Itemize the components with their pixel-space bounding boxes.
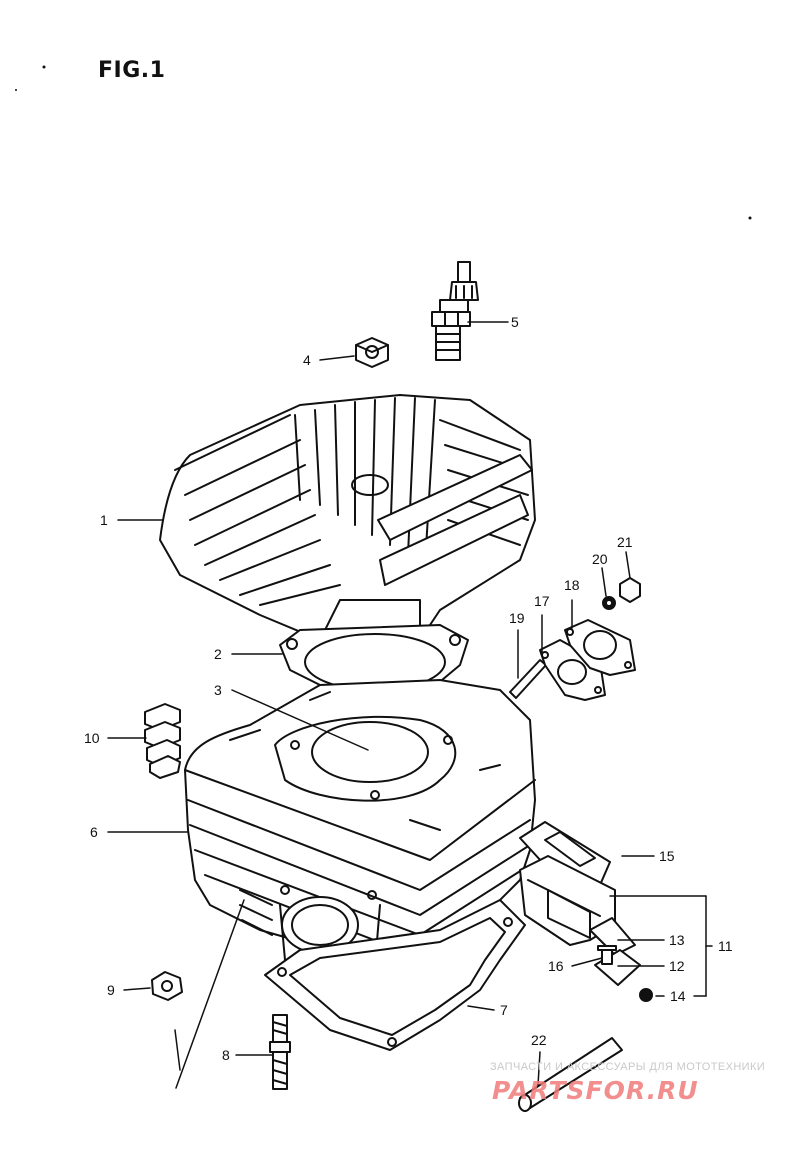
- callout-7: 7: [500, 1002, 508, 1018]
- spark-plug: [431, 261, 479, 361]
- watermark-logo: PARTSFOR.RU: [492, 1076, 699, 1105]
- callout-9: 9: [107, 982, 115, 998]
- intake-gasket: [539, 639, 606, 701]
- base-gasket: [264, 899, 526, 1051]
- callout-10: 10: [84, 730, 100, 746]
- callout-6: 6: [90, 824, 98, 840]
- flange-nut: [151, 971, 183, 1001]
- reed-nut: [639, 988, 653, 1002]
- cylinder-stud: [269, 1014, 291, 1090]
- callout-18: 18: [564, 577, 580, 593]
- callout-15: 15: [659, 848, 675, 864]
- breather-hose: [518, 1037, 623, 1112]
- callout-22: 22: [531, 1032, 547, 1048]
- callout-4: 4: [303, 352, 311, 368]
- callout-3: 3: [214, 682, 222, 698]
- callout-13: 13: [669, 932, 685, 948]
- callout-16: 16: [548, 958, 564, 974]
- callout-8: 8: [222, 1047, 230, 1063]
- nut-small: [619, 577, 641, 603]
- callout-19: 19: [509, 610, 525, 626]
- callout-20: 20: [592, 551, 608, 567]
- callout-5: 5: [511, 314, 519, 330]
- callout-17: 17: [534, 593, 550, 609]
- callout-1: 1: [100, 512, 108, 528]
- reed-screw: [597, 945, 617, 965]
- callout-2: 2: [214, 646, 222, 662]
- watermark-tagline: ЗАПЧАСТИ И АКСЕССУАРЫ ДЛЯ МОТОТЕХНИКИ: [490, 1061, 766, 1073]
- cylinder-block: [184, 679, 536, 966]
- cylinder-head: [159, 394, 536, 641]
- callout-21: 21: [617, 534, 633, 550]
- leader-lines: [107, 321, 713, 1089]
- intake-insulator: [564, 619, 636, 676]
- figure-title: FIG.1: [98, 58, 166, 83]
- intake-stud: [509, 659, 547, 699]
- callout-14: 14: [670, 988, 686, 1004]
- cushion-rubbers: [144, 703, 181, 779]
- callout-12: 12: [669, 958, 685, 974]
- cap-nut: [355, 337, 389, 368]
- callout-11: 11: [718, 938, 733, 954]
- washer-small: [602, 596, 616, 610]
